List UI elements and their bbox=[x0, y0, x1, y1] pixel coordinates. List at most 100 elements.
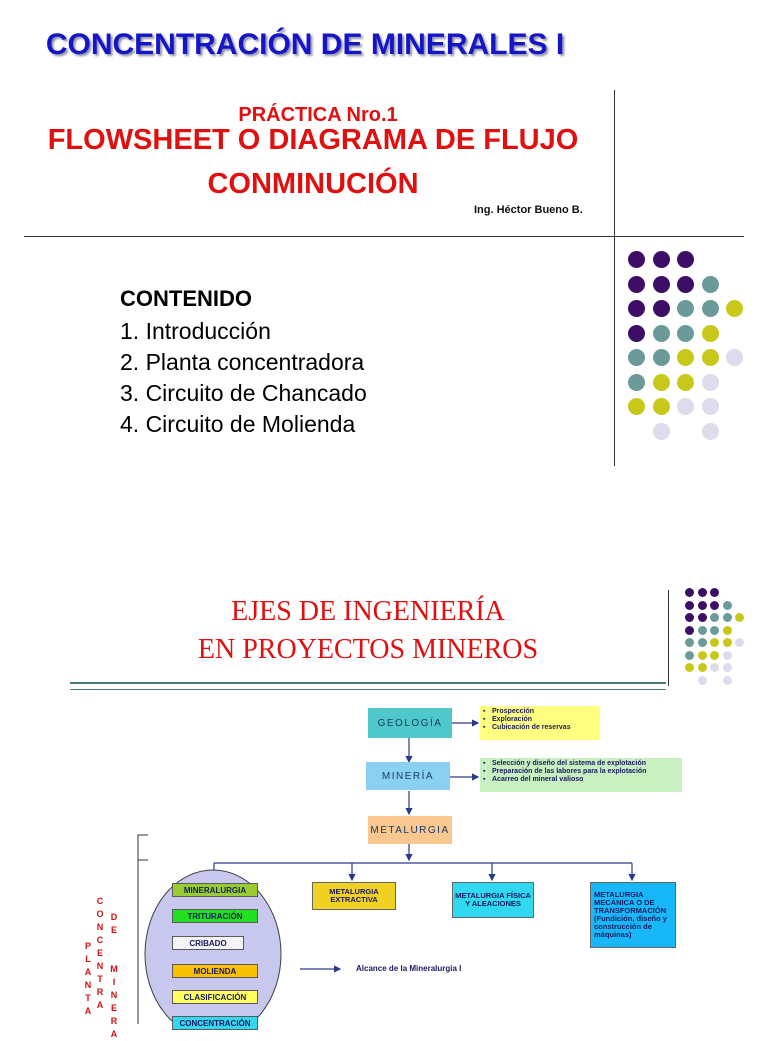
metalurgia-mecanica-label: METALURGIA MECÁNICA O DE TRANSFORMACIÓN … bbox=[594, 890, 667, 939]
contenido-item-4: 4. Circuito de Molienda bbox=[120, 411, 356, 437]
slide2-vertical-divider bbox=[668, 590, 669, 686]
geologia-label: GEOLOGÍA bbox=[377, 717, 443, 729]
decorative-dot bbox=[697, 588, 707, 597]
decorative-dot bbox=[677, 349, 694, 366]
decorative-dot bbox=[701, 275, 719, 293]
trituracion-label: TRITURACIÓN bbox=[187, 911, 243, 921]
decorative-dot bbox=[652, 349, 670, 366]
decorative-dot bbox=[677, 398, 694, 415]
decorative-dot bbox=[652, 422, 670, 440]
vertical-letter-concentra: C bbox=[96, 935, 104, 945]
decorative-dot bbox=[628, 324, 645, 342]
slide1-title-line2: CONMINUCIÓN bbox=[207, 168, 419, 200]
decorative-dot bbox=[701, 349, 719, 366]
vertical-letter-mineral: M bbox=[110, 964, 118, 974]
decorative-dot bbox=[710, 663, 719, 672]
decorative-dot bbox=[735, 613, 744, 622]
mineria-bullet: Acarreo del mineral valioso bbox=[483, 776, 678, 784]
mineria-label: MINERÍA bbox=[381, 770, 435, 782]
decorative-dot bbox=[701, 398, 719, 415]
trituracion-box: TRITURACIÓN bbox=[172, 909, 258, 923]
decorative-dot bbox=[677, 300, 694, 317]
vertical-letter-concentra: N bbox=[96, 961, 104, 971]
decorative-dot bbox=[722, 663, 732, 672]
alcance-label: Alcance de la Mineralurgia I bbox=[356, 964, 462, 973]
decorative-dot bbox=[722, 613, 732, 622]
slide2-double-rule bbox=[70, 682, 666, 690]
vertical-letter-planta: P bbox=[84, 941, 91, 951]
vertical-letter-concentra: R bbox=[96, 987, 104, 997]
vertical-letter-planta: A bbox=[84, 967, 92, 977]
mineria-box: MINERÍA bbox=[366, 762, 450, 790]
vertical-letter-de: E bbox=[110, 925, 117, 935]
cribado-label: CRIBADO bbox=[189, 938, 227, 948]
decorative-dot bbox=[628, 373, 645, 391]
geologia-bullet: Cubicación de reservas bbox=[483, 724, 596, 732]
decorative-dot bbox=[710, 588, 719, 597]
decorative-dot bbox=[735, 638, 744, 647]
geologia-bullets: Prospección Exploración Cubicación de re… bbox=[480, 706, 600, 740]
decorative-dot bbox=[652, 398, 670, 415]
decorative-dot bbox=[722, 638, 732, 647]
decorative-dot bbox=[722, 650, 732, 660]
decorative-dot bbox=[628, 275, 645, 293]
decorative-dot bbox=[652, 324, 670, 342]
slide1-horizontal-divider bbox=[24, 236, 744, 237]
decorative-dot bbox=[628, 300, 645, 317]
slide1-vertical-divider bbox=[614, 90, 615, 466]
decorative-dot bbox=[677, 324, 694, 342]
mineria-bullets: Selección y diseño del sistema de explot… bbox=[480, 758, 682, 792]
decorative-dot bbox=[697, 638, 707, 647]
vertical-letter-concentra: C bbox=[96, 896, 104, 906]
vertical-letter-concentra: E bbox=[96, 948, 103, 958]
contenido-heading: CONTENIDO bbox=[120, 286, 252, 311]
decorative-dot bbox=[726, 349, 743, 366]
vertical-letter-planta: L bbox=[85, 954, 91, 964]
mineralurgia-box: MINERALURGIA bbox=[172, 883, 258, 897]
decorative-dot bbox=[701, 373, 719, 391]
decorative-dot bbox=[697, 650, 707, 660]
slide2-title-line2: EN PROYECTOS MINEROS bbox=[197, 634, 539, 665]
vertical-letter-concentra: A bbox=[96, 1000, 104, 1010]
decorative-dot bbox=[628, 398, 645, 415]
vertical-letter-concentra: N bbox=[96, 922, 104, 932]
decorative-dot bbox=[726, 300, 743, 317]
decorative-dot bbox=[701, 300, 719, 317]
metalurgia-fisica-label: METALURGIA FÍSICA Y ALEACIONES bbox=[455, 891, 531, 908]
metalurgia-label: METALURGIA bbox=[370, 824, 450, 836]
contenido-item-3: 3. Circuito de Chancado bbox=[120, 380, 367, 406]
slide2-title-line1: EJES DE INGENIERÍA bbox=[231, 596, 505, 627]
mineria-bullet: Selección y diseño del sistema de explot… bbox=[483, 760, 678, 768]
decorative-dot bbox=[652, 373, 670, 391]
slide1-title-line1: FLOWSHEET O DIAGRAMA DE FLUJO bbox=[47, 124, 579, 156]
decorative-dot bbox=[710, 650, 719, 660]
decorative-dot bbox=[685, 663, 694, 672]
decorative-dot bbox=[697, 613, 707, 622]
decorative-dot bbox=[722, 625, 732, 635]
vertical-letter-concentra: T bbox=[97, 974, 103, 984]
decorative-dot bbox=[677, 373, 694, 391]
decorative-dot bbox=[685, 613, 694, 622]
decorative-dot bbox=[710, 638, 719, 647]
vertical-letter-planta: N bbox=[84, 980, 92, 990]
metalurgia-mecanica-box: METALURGIA MECÁNICA O DE TRANSFORMACIÓN … bbox=[590, 882, 676, 948]
metalurgia-extractiva-box: METALURGIA EXTRACTIVA bbox=[312, 882, 396, 910]
decorative-dot bbox=[701, 324, 719, 342]
decorative-dot bbox=[722, 600, 732, 610]
metalurgia-box: METALURGIA bbox=[368, 816, 452, 844]
author-label: Ing. Héctor Bueno B. bbox=[474, 204, 583, 216]
decorative-dot bbox=[628, 349, 645, 366]
decorative-dot bbox=[652, 251, 670, 268]
decorative-dot bbox=[710, 600, 719, 610]
clasificacion-label: CLASIFICACIÓN bbox=[183, 992, 247, 1002]
decorative-dot bbox=[701, 422, 719, 440]
concentracion-box: CONCENTRACIÓN bbox=[172, 1016, 258, 1030]
concentracion-label: CONCENTRACIÓN bbox=[179, 1018, 251, 1028]
vertical-letter-mineral: A bbox=[110, 1029, 118, 1039]
contenido-item-1: 1. Introducción bbox=[120, 318, 271, 344]
metalurgia-extractiva-label: METALURGIA EXTRACTIVA bbox=[329, 887, 379, 904]
decorative-dot bbox=[710, 613, 719, 622]
vertical-letter-planta: A bbox=[84, 1006, 92, 1016]
cribado-box: CRIBADO bbox=[172, 936, 244, 950]
decorative-dot bbox=[685, 650, 694, 660]
